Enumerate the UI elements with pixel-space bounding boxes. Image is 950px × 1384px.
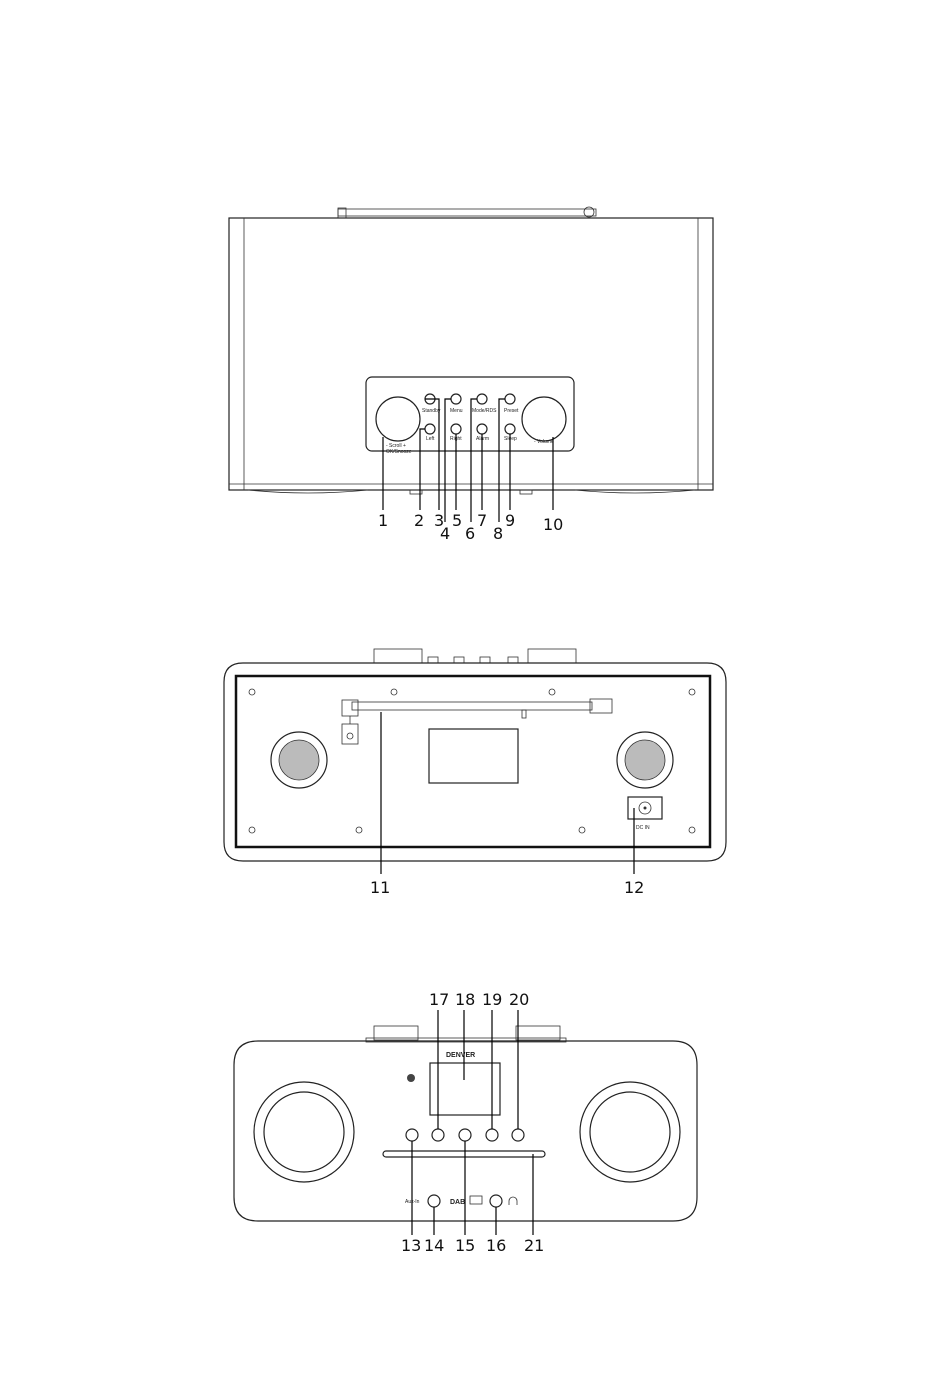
front-left-speaker <box>254 1082 354 1182</box>
menu-button <box>451 394 461 404</box>
top-antenna-base <box>338 208 346 218</box>
callout-10: 10 <box>543 515 563 534</box>
callout-13: 13 <box>401 1236 421 1255</box>
callout-1: 1 <box>378 511 388 530</box>
front-button-15 <box>459 1129 471 1141</box>
callout-9: 9 <box>505 511 515 530</box>
rear-antenna <box>352 702 592 710</box>
front-button-14 <box>432 1129 444 1141</box>
label-volume: - Volume <box>534 439 554 445</box>
front-right-speaker <box>580 1082 680 1182</box>
label-menu: Menu <box>450 408 463 414</box>
sleep-button <box>505 424 515 434</box>
label-mode: Mode/RDS <box>472 408 497 414</box>
headphone-jack <box>490 1195 502 1207</box>
light-sensor <box>407 1074 415 1082</box>
callout-18: 18 <box>455 990 475 1009</box>
callout-15: 15 <box>455 1236 475 1255</box>
front-button-16 <box>486 1129 498 1141</box>
front-slot <box>383 1151 545 1157</box>
callout-6: 6 <box>465 524 475 543</box>
headphone-icon <box>509 1197 517 1205</box>
volume-knob <box>522 397 566 441</box>
brand-logo: DENVER <box>446 1052 475 1059</box>
mode-button <box>477 394 487 404</box>
dab-logo: DAB <box>450 1199 465 1206</box>
callout-7: 7 <box>477 511 487 530</box>
callout-11: 11 <box>370 878 390 897</box>
callout-19: 19 <box>482 990 502 1009</box>
label-preset: Preset <box>504 408 519 414</box>
callout-21: 21 <box>524 1236 544 1255</box>
preset-button <box>505 394 515 404</box>
callout-12: 12 <box>624 878 644 897</box>
front-view: DENVER Aux-In DAB 13 14 15 <box>234 990 697 1255</box>
callout-2: 2 <box>414 511 424 530</box>
top-antenna-tip <box>584 207 594 217</box>
front-button-13 <box>406 1129 418 1141</box>
top-antenna <box>338 209 596 216</box>
scroll-knob <box>376 397 420 441</box>
label-dc-in: DC IN <box>636 825 650 831</box>
label-left: Left <box>426 436 435 442</box>
aux-in-jack <box>428 1195 440 1207</box>
front-button-20 <box>512 1129 524 1141</box>
front-display <box>430 1063 500 1115</box>
label-standby: Standby <box>422 408 441 414</box>
callout-8: 8 <box>493 524 503 543</box>
right-button <box>451 424 461 434</box>
callout-14: 14 <box>424 1236 444 1255</box>
label-ok: OK/Snooze <box>386 449 412 455</box>
left-button <box>425 424 435 434</box>
rear-label-plate <box>429 729 518 783</box>
callout-16: 16 <box>486 1236 506 1255</box>
fm-logo <box>470 1196 482 1204</box>
top-view: - Scroll + OK/Snooze Standby Menu Mode/R… <box>229 207 713 543</box>
alarm-button <box>477 424 487 434</box>
callout-20: 20 <box>509 990 529 1009</box>
callout-5: 5 <box>452 511 462 530</box>
rear-view: DC IN 11 12 <box>224 649 726 897</box>
callout-4: 4 <box>440 524 450 543</box>
callout-17: 17 <box>429 990 449 1009</box>
